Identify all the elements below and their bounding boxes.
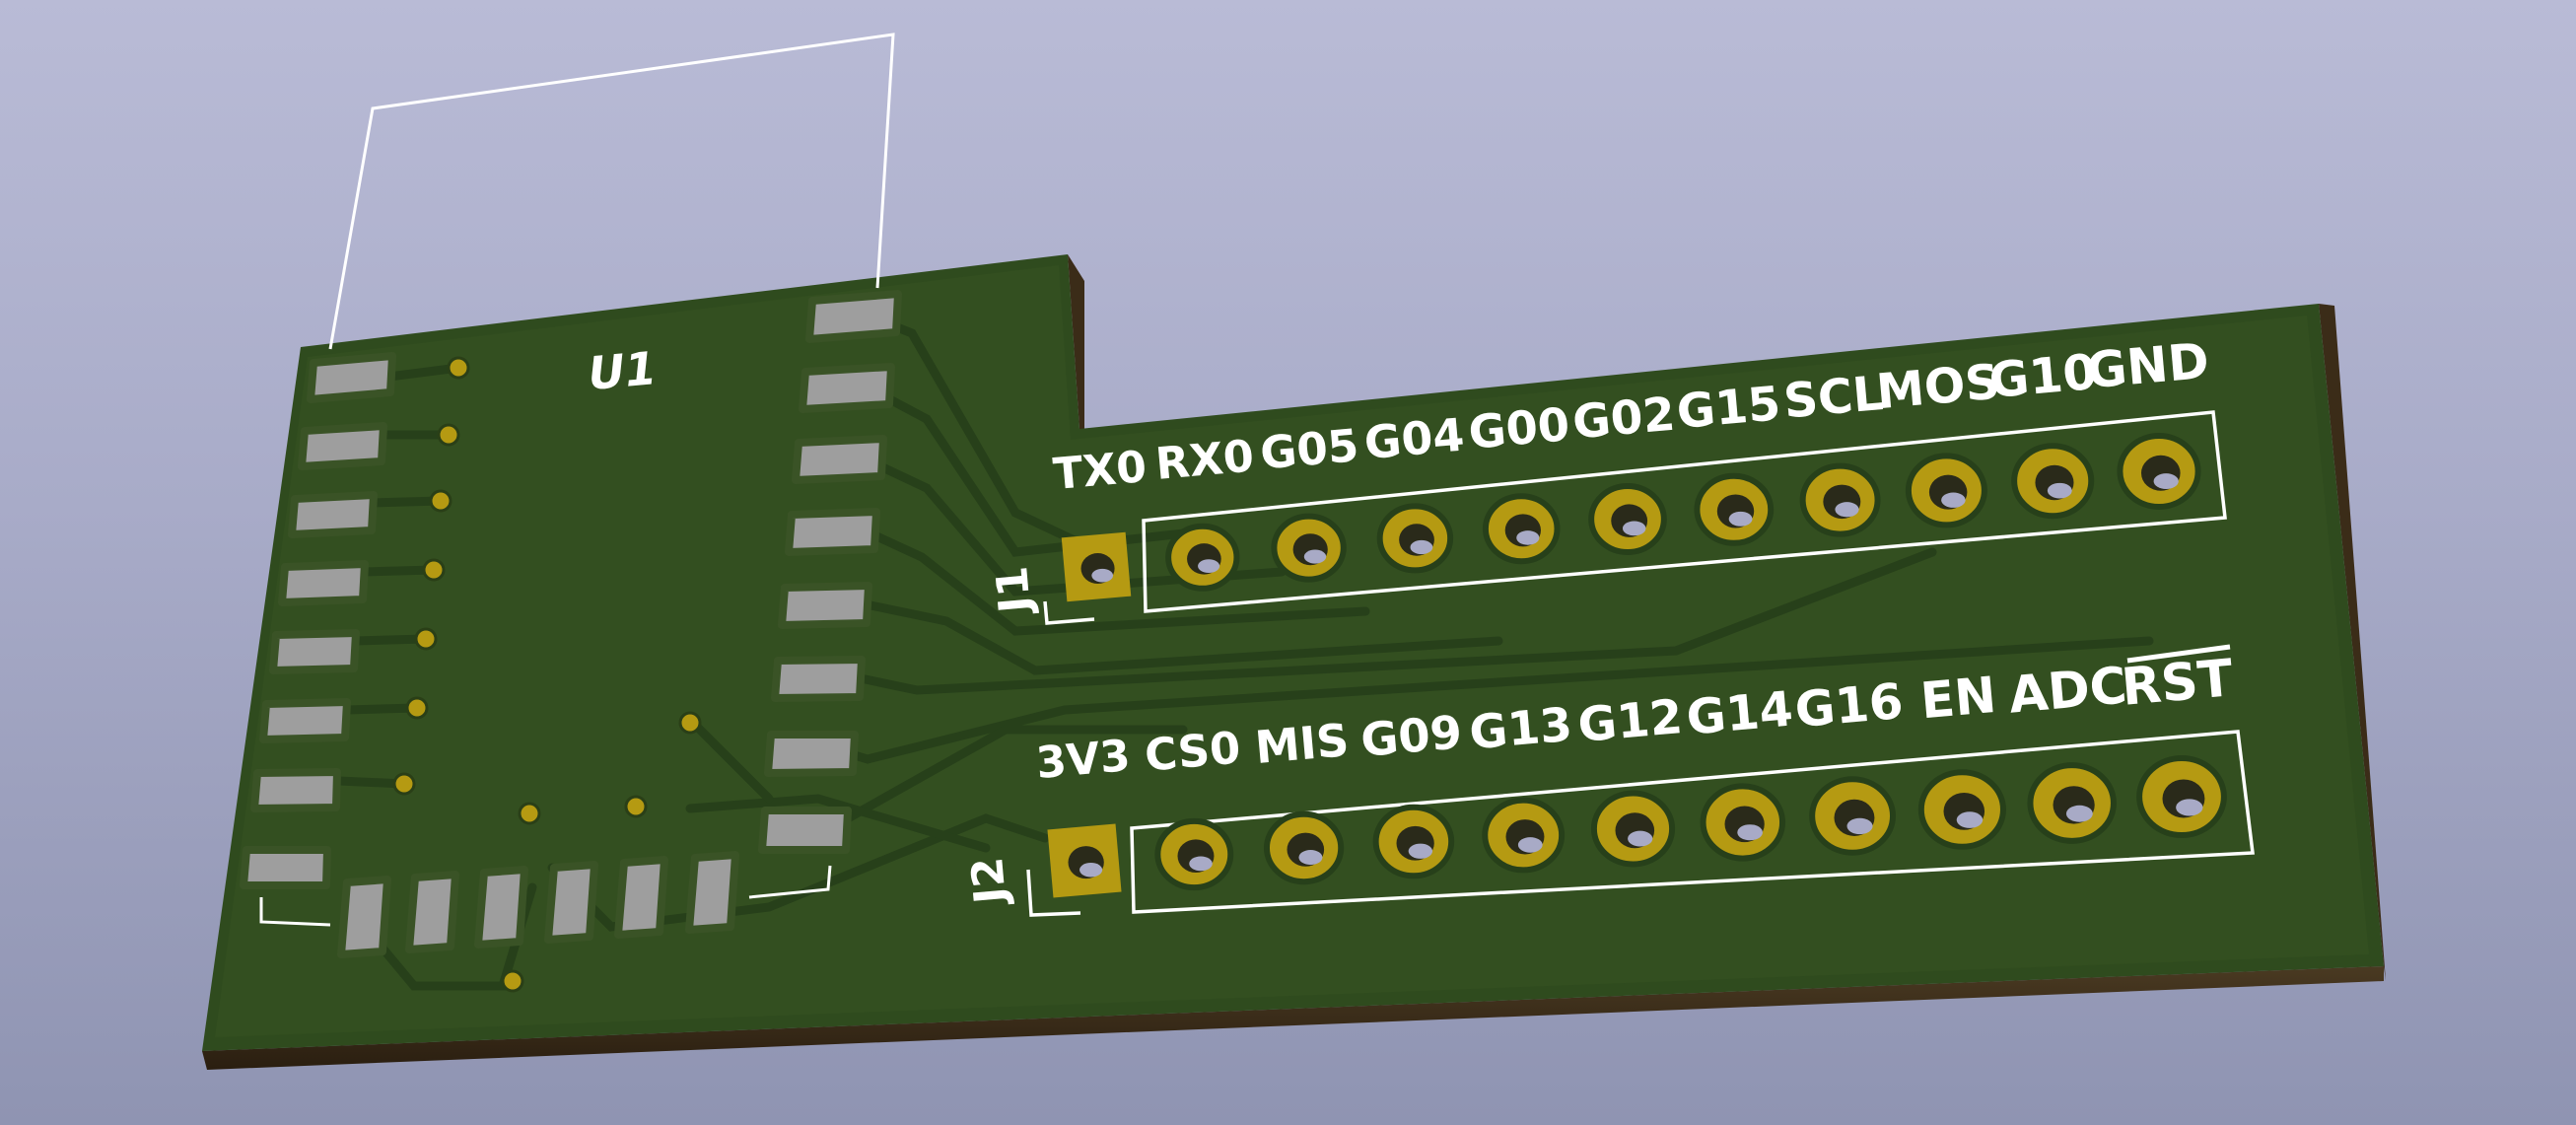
pcb-edge-notch [1068, 254, 1084, 429]
j1-label-1: TX0 [1051, 442, 1149, 500]
j1-reference: J1 [987, 564, 1041, 617]
j2-pin-9 [1917, 769, 2006, 850]
j1-pins [1061, 433, 2201, 602]
j2-reference: J2 [962, 855, 1016, 908]
j1-pin-9 [1905, 453, 1987, 528]
j1-label-5: G00 [1466, 397, 1571, 459]
j2-label-3: MIS [1253, 714, 1351, 774]
j2-label-7: G14 [1684, 680, 1795, 745]
u1-reference: U1 [586, 341, 659, 400]
j1-pin-10 [2011, 443, 2095, 520]
u1-pads-bottom [337, 851, 739, 958]
j1-pin-3 [1271, 513, 1347, 583]
j2-pin1-marker [1026, 869, 1081, 917]
j2-label-4: G09 [1358, 705, 1464, 767]
j2-label-1: 3V3 [1034, 731, 1132, 789]
j2-pin-6 [1590, 790, 1676, 868]
u1-antenna-outline [328, 33, 895, 350]
u1-pads-left [240, 352, 396, 889]
j2-label-2: CS0 [1143, 721, 1242, 781]
j1-silkscreen-outline [1142, 410, 2227, 613]
j2-label-9: EN [1918, 666, 1998, 730]
j2-pin-2 [1154, 817, 1234, 891]
j1-label-4: G04 [1362, 408, 1467, 470]
vias [392, 356, 702, 993]
j2-label-10: ADC [2006, 656, 2128, 725]
j1-pin-8 [1799, 462, 1881, 537]
j2-pins [1047, 755, 2227, 898]
rst-overline [2126, 644, 2231, 664]
j1-label-7: G15 [1675, 377, 1783, 440]
j2-pin-5 [1482, 797, 1566, 874]
j1-pin-2 [1165, 523, 1240, 592]
j1-label-3: G05 [1258, 419, 1360, 480]
j2-pin-10 [2027, 762, 2117, 844]
j1-pin-11 [2117, 433, 2201, 510]
j2-pin-3 [1263, 810, 1345, 885]
u1-courtyard-corner-right [748, 865, 832, 899]
j1-label-11: GND [2084, 332, 2211, 400]
j2-pin-1 [1047, 823, 1122, 898]
j1-pin-7 [1694, 472, 1775, 546]
j1-pin-6 [1588, 483, 1667, 555]
j1-label-2: RX0 [1153, 430, 1256, 489]
j2-pin-8 [1809, 776, 1897, 856]
j1-pin-5 [1482, 493, 1561, 565]
j1-label-9: MOS [1874, 354, 2002, 421]
j2-pin-11 [2136, 755, 2227, 838]
j2-pin-7 [1700, 783, 1786, 862]
j1-pin1-marker [1043, 600, 1095, 625]
j1-label-6: G02 [1570, 387, 1677, 451]
j2-label-6: G12 [1575, 689, 1685, 753]
j1-label-10: G10 [1986, 343, 2099, 409]
u1-pads-right [758, 290, 902, 854]
j2-pin-4 [1372, 804, 1455, 879]
j1-label-8: SCL [1781, 366, 1885, 430]
pcb-edge-right [2319, 304, 2386, 981]
j2-label-5: G13 [1467, 698, 1574, 761]
j1-pin-4 [1376, 503, 1454, 574]
u1-courtyard-corner [259, 897, 331, 927]
j2-silkscreen-outline [1130, 730, 2255, 914]
j1-pin-1 [1061, 531, 1132, 602]
pcb-edge [202, 966, 2384, 1070]
j2-label-8: G16 [1792, 672, 1905, 738]
